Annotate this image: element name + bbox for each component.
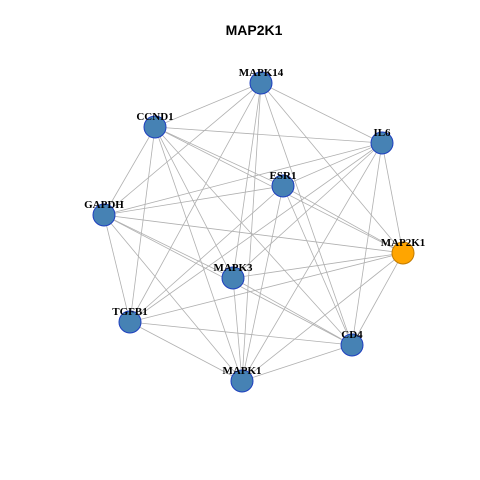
edge-mapk14-ccnd1 <box>154 82 262 128</box>
node-cd4 <box>340 333 364 357</box>
edge-ccnd1-cd4 <box>154 126 353 346</box>
edge-ccnd1-mapk3 <box>154 126 234 279</box>
edge-esr1-mapk1 <box>241 185 284 382</box>
edge-map2k1-mapk1 <box>241 252 404 382</box>
edge-esr1-tgfb1 <box>129 185 284 323</box>
edge-mapk14-cd4 <box>260 82 353 346</box>
node-mapk3 <box>221 266 245 290</box>
node-label-mapk14: MAPK14 <box>239 67 284 79</box>
edge-mapk14-il6 <box>260 82 383 144</box>
node-layer <box>92 71 415 393</box>
node-label-tgfb1: TGFB1 <box>112 306 147 318</box>
node-mapk14 <box>249 71 273 95</box>
edge-mapk14-gapdh <box>103 82 262 216</box>
edge-map2k1-cd4 <box>351 252 404 346</box>
edge-map2k1-tgfb1 <box>129 252 404 323</box>
edge-gapdh-map2k1 <box>103 214 404 254</box>
edge-tgfb1-cd4 <box>129 321 353 346</box>
edge-il6-esr1 <box>282 142 383 187</box>
edge-gapdh-mapk3 <box>103 214 234 279</box>
edge-mapk14-tgfb1 <box>129 82 262 323</box>
edge-gapdh-tgfb1 <box>103 214 131 323</box>
edge-mapk3-mapk1 <box>232 277 243 382</box>
node-label-mapk1: MAPK1 <box>222 365 261 377</box>
edge-il6-gapdh <box>103 142 383 216</box>
edge-il6-mapk1 <box>241 142 383 382</box>
edge-ccnd1-il6 <box>154 126 383 144</box>
edge-cd4-mapk1 <box>241 344 353 382</box>
node-label-mapk3: MAPK3 <box>213 262 253 274</box>
node-map2k1 <box>391 241 415 265</box>
edge-map2k1-mapk3 <box>232 252 404 279</box>
node-label-il6: IL6 <box>373 127 391 139</box>
node-label-esr1: ESR1 <box>270 170 297 182</box>
node-label-map2k1: MAP2K1 <box>381 237 426 249</box>
node-mapk1 <box>230 369 254 393</box>
edge-esr1-map2k1 <box>282 185 404 254</box>
edge-mapk14-mapk1 <box>241 82 262 382</box>
edge-ccnd1-esr1 <box>154 126 284 187</box>
edge-il6-cd4 <box>351 142 383 346</box>
graph-title: MAP2K1 <box>226 22 283 38</box>
node-gapdh <box>92 203 116 227</box>
node-il6 <box>370 131 394 155</box>
node-label-ccnd1: CCND1 <box>136 111 173 123</box>
edge-il6-map2k1 <box>381 142 404 254</box>
node-ccnd1 <box>143 115 167 139</box>
node-label-cd4: CD4 <box>341 329 363 341</box>
edge-il6-tgfb1 <box>129 142 383 323</box>
edge-il6-mapk3 <box>232 142 383 279</box>
edge-ccnd1-mapk1 <box>154 126 243 382</box>
edge-gapdh-mapk1 <box>103 214 243 382</box>
edge-layer <box>103 82 404 382</box>
edge-mapk3-cd4 <box>232 277 353 346</box>
edge-ccnd1-gapdh <box>103 126 156 216</box>
edge-mapk14-map2k1 <box>260 82 404 254</box>
edge-ccnd1-tgfb1 <box>129 126 156 323</box>
edge-tgfb1-mapk1 <box>129 321 243 382</box>
node-esr1 <box>271 174 295 198</box>
edge-esr1-gapdh <box>103 185 284 216</box>
node-tgfb1 <box>118 310 142 334</box>
node-label-gapdh: GAPDH <box>84 199 124 211</box>
